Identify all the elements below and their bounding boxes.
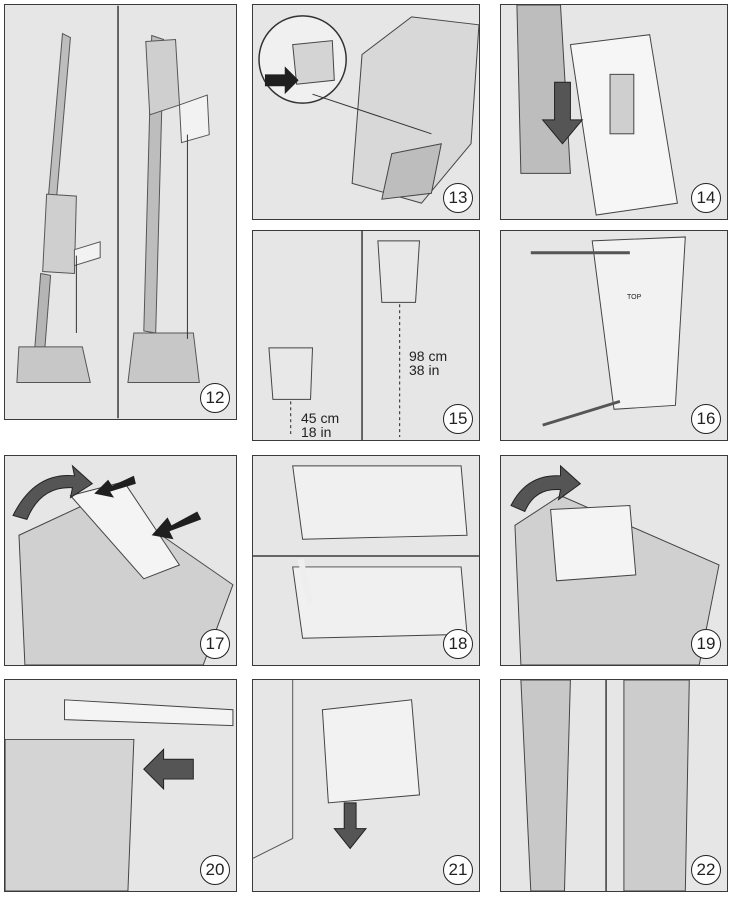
step-17-illustration [12,464,234,665]
step-14-panel: 14 [500,4,728,220]
measure-high-cm: 98 cm [409,348,448,364]
step-number-22: 22 [691,855,721,885]
step-21-illustration [253,680,421,859]
step-19-illustration [510,464,720,665]
step-16-illustration [530,236,686,427]
step-13-panel: 13 [252,4,480,220]
step-number-15: 15 [443,404,473,434]
step-14-illustration [516,5,678,216]
step-22-panel: 22 [500,679,728,892]
step-number-13: 13 [443,183,473,213]
step-18-panel: 18 [252,455,480,666]
step-18-illustration [253,465,479,639]
step-number-19: 19 [691,629,721,659]
step-number-18: 18 [443,629,473,659]
step-21-panel: 21 [252,679,480,892]
step-16-panel: TOP 16 [500,230,728,441]
step-number-17: 17 [200,629,230,659]
step-12-panel: 12 [4,4,237,420]
step-12-illustration [16,5,210,419]
step-number-21: 21 [443,855,473,885]
measure-low-cm: 45 cm [301,410,340,426]
step-number-20: 20 [200,855,230,885]
step-20-illustration [5,699,234,891]
step-number-12: 12 [200,383,230,413]
step-13-illustration [258,15,479,204]
step-number-14: 14 [691,183,721,213]
step-15-illustration [268,231,421,440]
measure-high-in: 38 in [409,362,440,378]
step-19-panel: 19 [500,455,728,666]
step-17-panel: 17 [4,455,237,666]
step-22-illustration [520,680,690,891]
step-20-panel: 20 [4,679,237,892]
step-15-panel: 45 cm 18 in 98 cm 38 in 15 [252,230,480,441]
step-number-16: 16 [691,404,721,434]
measure-low-in: 18 in [301,424,332,440]
top-mark-label: TOP [627,294,642,301]
